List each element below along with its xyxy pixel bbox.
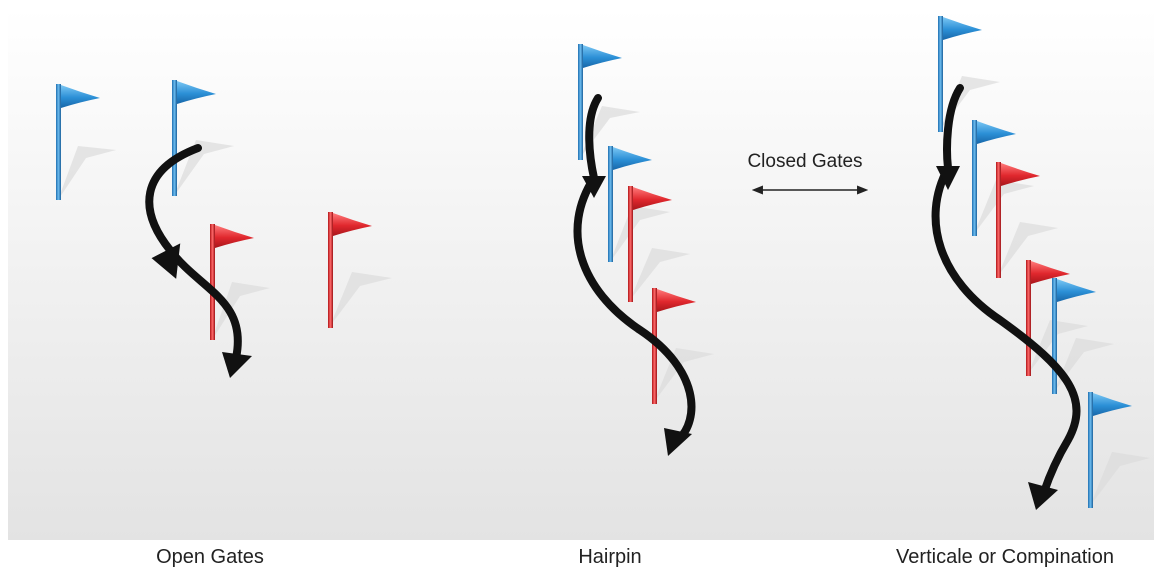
flag-icon [210, 224, 254, 340]
flag-icon [996, 162, 1040, 278]
open-gates-section [56, 80, 392, 378]
flag-icon [628, 186, 672, 302]
flag-icon [972, 120, 1016, 236]
flag-icon [938, 16, 982, 132]
curved-arrow-icon [931, 84, 1081, 510]
flag-icon [608, 146, 652, 262]
flag-icon [1088, 392, 1132, 508]
caption-open-gates: Open Gates [156, 546, 264, 568]
caption-verticale: Verticale or Compination [896, 546, 1114, 568]
flag-icon [1026, 260, 1070, 376]
flag-icon [652, 288, 696, 404]
closed-gates-label: Closed Gates [747, 151, 863, 172]
caption-hairpin: Hairpin [578, 546, 642, 568]
curved-arrow-icon [145, 144, 252, 378]
hairpin-section [573, 44, 714, 456]
curved-arrow-icon [573, 94, 696, 456]
flag-icon [1052, 278, 1096, 394]
verticale-section [931, 16, 1150, 510]
flag-icon [328, 212, 372, 328]
flag-icon [56, 84, 100, 200]
flag-icon [172, 80, 216, 196]
flag-icon [578, 44, 622, 160]
